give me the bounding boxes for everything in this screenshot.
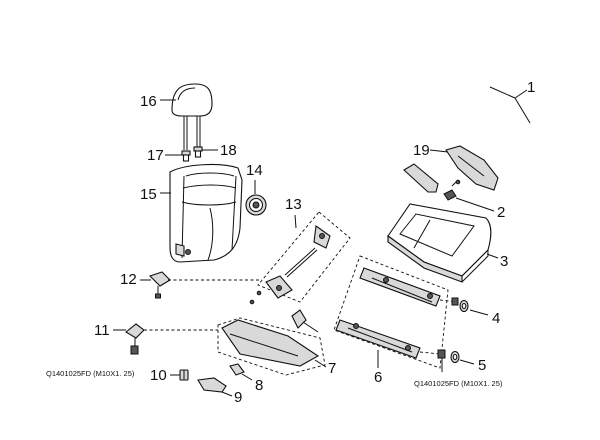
- callout-13: 13: [285, 196, 302, 213]
- callout-19-leader: [429, 149, 449, 153]
- callout-11: 11: [94, 322, 110, 339]
- nut-part-4: [439, 297, 469, 313]
- headrest-guide-18: [193, 146, 203, 158]
- callout-7: 7: [328, 360, 336, 377]
- callout-8: 8: [255, 377, 263, 394]
- screw-part-10: [179, 369, 189, 381]
- callout-15: 15: [140, 186, 157, 203]
- callout-4-leader: [469, 309, 489, 316]
- callout-19: 19: [413, 142, 430, 159]
- callout-16: 16: [140, 93, 157, 110]
- callout-7-leader: [314, 359, 327, 368]
- callout-3-leader: [486, 253, 499, 259]
- callout-13-leader: [294, 214, 297, 229]
- callout-12: 12: [120, 271, 137, 288]
- seat-rails-part: [333, 255, 449, 369]
- callout-18: 18: [220, 142, 237, 159]
- seat-cushion-part: [387, 203, 492, 283]
- callout-8-leader: [241, 373, 253, 381]
- clip-part-8: [229, 363, 245, 376]
- recliner-knob-part: [245, 194, 267, 216]
- headrest-part: [171, 83, 213, 150]
- bracket-part-12: [148, 271, 171, 299]
- callout-5: 5: [478, 357, 486, 374]
- callout-4: 4: [492, 310, 500, 327]
- callout-2: 2: [497, 204, 505, 221]
- side-shield-part: [403, 145, 499, 193]
- callout-3: 3: [500, 253, 508, 270]
- bolt-note-right: Q1401025FD (M10X1. 25): [414, 379, 503, 388]
- callout-17: 17: [147, 147, 164, 164]
- seat-back-part: [169, 164, 243, 263]
- callout-9-leader: [221, 391, 233, 397]
- callout-1: 1: [527, 79, 535, 96]
- lever-handle-part: [197, 377, 227, 393]
- callout-2-leader: [455, 197, 495, 212]
- bolt-note-left: Q1401025FD (M10X1. 25): [46, 369, 135, 378]
- callout-14: 14: [246, 162, 263, 179]
- callout-1-leader: [489, 86, 531, 124]
- callout-5-leader: [459, 359, 475, 365]
- fastener-part-2: [443, 179, 461, 201]
- bolt-part-5: [419, 349, 460, 372]
- callout-6: 6: [374, 369, 382, 386]
- recliner-mechanism-part: [249, 211, 351, 305]
- headrest-guide-17: [181, 150, 191, 162]
- callout-10: 10: [150, 367, 167, 384]
- side-trim-part: [217, 309, 326, 376]
- bracket-part-11: [125, 323, 145, 355]
- callout-9: 9: [234, 389, 242, 406]
